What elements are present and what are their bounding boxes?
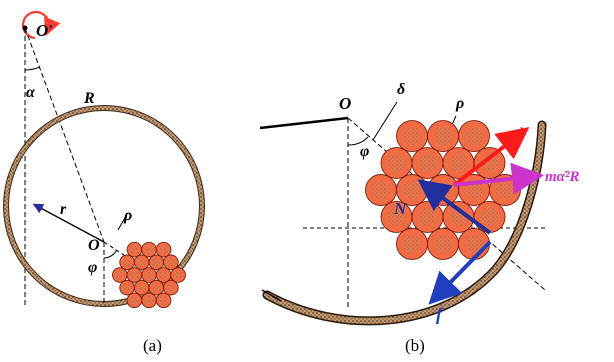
label-r: r (60, 201, 67, 218)
label-rho-b: ρ (455, 95, 464, 112)
caption-b: (b) (405, 336, 425, 355)
panel-a: O′ α R r ρ O φ (a) (3, 10, 205, 355)
label-R: R (83, 90, 95, 107)
panel-b: O δ ρ φ v mα̇²R N f (b) (259, 81, 579, 355)
ball-cluster-a (112, 241, 186, 309)
label-f: f (436, 304, 444, 324)
drum-edge-line (259, 116, 349, 130)
label-v: v (520, 120, 529, 140)
caption-a: (a) (143, 336, 162, 355)
radius-R-line (24, 27, 105, 243)
label-O-b: O (339, 94, 351, 113)
label-O: O (88, 237, 100, 254)
velocity-arrow (452, 127, 530, 187)
label-centrifugal: mα̇²R (545, 169, 579, 185)
rotation-arrow-icon (21, 10, 61, 40)
label-alpha: α (26, 84, 36, 101)
normal-force-arrow (417, 179, 492, 235)
label-N: N (393, 199, 407, 218)
centrifugal-force-arrow (453, 162, 544, 195)
alpha-arc (24, 66, 41, 71)
label-phi: φ (88, 259, 97, 276)
label-phi-b: φ (360, 143, 369, 160)
label-rho: ρ (123, 207, 132, 224)
friction-force-arrow (428, 240, 492, 305)
radius-r-arrow (32, 203, 105, 243)
phi-arc (103, 249, 118, 259)
ball-cluster-b (365, 120, 521, 260)
label-o-prime: O′ (36, 21, 53, 40)
label-delta: δ (397, 81, 405, 98)
